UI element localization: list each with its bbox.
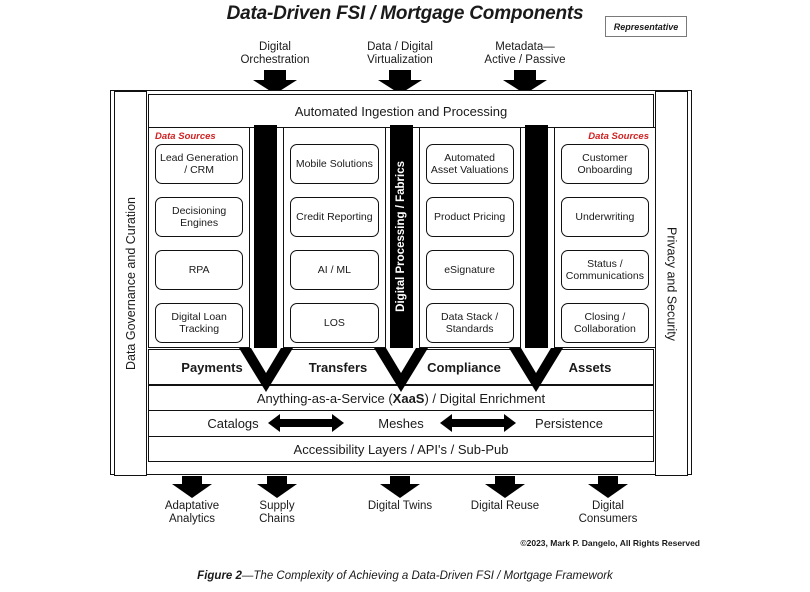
bottom-output-line1: Digital Twins	[367, 500, 433, 512]
top-input-line1: Metadata—	[495, 41, 555, 53]
component-box[interactable]: Product Pricing	[425, 197, 514, 237]
bottom-output-line1: Adaptative	[164, 500, 220, 512]
top-input-line2: Virtualization	[367, 54, 433, 66]
top-input-line1: Data / Digital	[367, 41, 433, 53]
component-box[interactable]: Underwriting	[560, 197, 649, 237]
top-input-line1: Digital	[259, 41, 291, 53]
down-arrow-icon	[380, 476, 420, 498]
component-box[interactable]: Lead Generation / CRM	[155, 144, 244, 184]
spine-arrowhead-inner-0	[250, 348, 281, 373]
data-layer-meshes: Meshes	[378, 416, 424, 431]
component-box[interactable]: LOS	[290, 303, 379, 343]
down-arrow-icon	[485, 476, 525, 498]
data-sources-label: Data Sources	[588, 131, 649, 142]
caption-figure-number: Figure 2	[197, 570, 242, 582]
diagram-stack: Automated Ingestion and Processing Data …	[148, 94, 656, 471]
outcome-compliance: Compliance	[427, 359, 501, 375]
top-input-label-2: Metadata—Active / Passive	[450, 41, 600, 67]
page-title: Data-Driven FSI / Mortgage Components	[226, 3, 584, 24]
band-automated-ingestion: Automated Ingestion and Processing	[148, 94, 654, 128]
component-box[interactable]: Decisioning Engines	[155, 197, 244, 237]
component-box[interactable]: AI / ML	[290, 250, 379, 290]
data-sources-label: Data Sources	[155, 131, 216, 142]
component-box[interactable]: Digital Loan Tracking	[155, 303, 244, 343]
left-band-label: Data Governance and Curation	[123, 196, 138, 371]
component-box[interactable]: Customer Onboarding	[560, 144, 649, 184]
band-accessibility: Accessibility Layers / API's / Sub-Pub	[148, 436, 654, 462]
down-arrow-icon	[172, 476, 212, 498]
down-arrow-icon	[257, 476, 297, 498]
caption-text: —The Complexity of Achieving a Data-Driv…	[241, 570, 613, 582]
top-input-line2: Active / Passive	[484, 54, 566, 66]
bottom-output-line2: Analytics	[168, 513, 216, 525]
bidirectional-arrow-icon-0	[268, 414, 344, 432]
bottom-output-line1: Digital	[592, 500, 624, 512]
xaas-text: Anything-as-a-Service (XaaS) / Digital E…	[256, 390, 546, 406]
down-arrow-icon	[588, 476, 628, 498]
vertical-spine-label: Digital Processing / Fabrics	[389, 125, 413, 348]
component-box[interactable]: RPA	[155, 250, 244, 290]
bottom-output-line2: Consumers	[578, 513, 638, 525]
component-box[interactable]: Mobile Solutions	[290, 144, 379, 184]
spine-arrowhead-inner-1	[386, 348, 416, 373]
component-box[interactable]: Closing / Collaboration	[560, 303, 649, 343]
top-input-line2: Orchestration	[240, 54, 310, 66]
spine-arrowhead-inner-2	[521, 348, 552, 373]
component-box[interactable]: Status / Communications	[560, 250, 649, 290]
right-band-privacy-security: Privacy and Security	[655, 91, 688, 476]
outcome-assets: Assets	[568, 359, 612, 375]
band-data-layer: Catalogs Meshes Persistence	[148, 410, 654, 437]
copyright-notice: ©2023, Mark P. Dangelo, All Rights Reser…	[520, 538, 700, 548]
data-layer-catalogs: Catalogs	[207, 416, 259, 431]
vertical-spine-text: Digital Processing / Fabrics	[395, 161, 407, 312]
bottom-output-line2: Chains	[259, 513, 295, 525]
component-box[interactable]: Automated Asset Valuations	[425, 144, 514, 184]
representative-badge: Representative	[605, 16, 687, 37]
component-box[interactable]: Data Stack / Standards	[425, 303, 514, 343]
flow-spine-2	[524, 125, 548, 348]
left-band-data-governance: Data Governance and Curation	[114, 91, 147, 476]
bottom-output-label-2: Digital Twins	[340, 500, 460, 513]
flow-spine-0	[254, 125, 278, 348]
figure-caption: Figure 2—The Complexity of Achieving a D…	[0, 570, 810, 582]
data-layer-persistence: Persistence	[535, 416, 603, 431]
component-box[interactable]: Credit Reporting	[290, 197, 379, 237]
bidirectional-arrow-icon-1	[440, 414, 516, 432]
component-box[interactable]: eSignature	[425, 250, 514, 290]
bottom-output-line1: Digital Reuse	[470, 500, 540, 512]
framework-diagram: Data Governance and Curation Privacy and…	[110, 90, 692, 476]
bottom-output-label-3: Digital Reuse	[445, 500, 565, 513]
bottom-output-line1: Supply	[259, 500, 295, 512]
outcome-transfers: Transfers	[308, 359, 368, 375]
outcome-payments: Payments	[181, 359, 243, 375]
right-band-label: Privacy and Security	[664, 226, 679, 341]
